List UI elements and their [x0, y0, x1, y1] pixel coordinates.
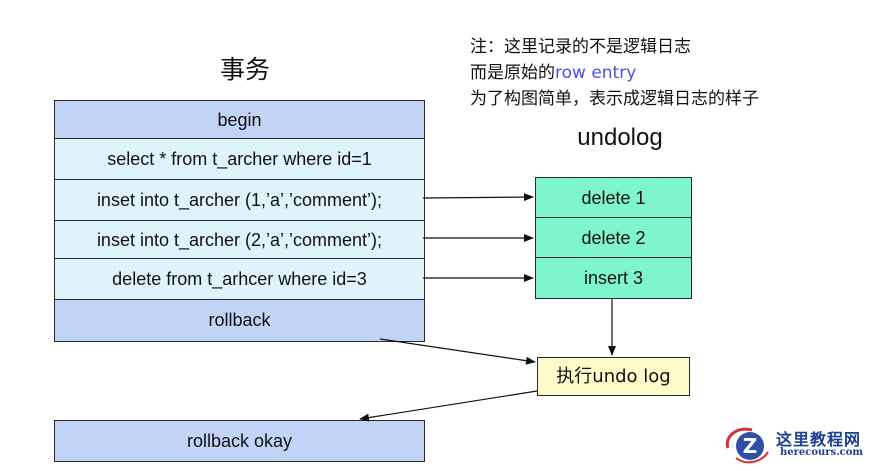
note-highlight-row-entry: row entry [555, 63, 637, 83]
execute-undo-log-box: 执行undo log [537, 357, 690, 396]
arrow-insert-1-to-delete-1 [422, 193, 534, 202]
rollback-okay-box: rollback okay [54, 420, 425, 462]
tx-row-insert-1: inset into t_archer (1,’a’,’comment’); [55, 180, 424, 221]
arrow-rollback-to-execute [379, 338, 536, 365]
tx-row-begin: begin [55, 101, 424, 139]
svg-text:Z: Z [743, 434, 758, 458]
transaction-box: begin select * from t_archer where id=1 … [54, 100, 425, 342]
tx-row-delete-3: delete from t_arhcer where id=3 [55, 259, 424, 300]
watermark-domain: herecours.com [780, 447, 864, 458]
undolog-entry-delete-1: delete 1 [536, 178, 691, 218]
watermark-logo: Z 这里教程网 herecours.com [722, 422, 870, 466]
tx-row-insert-2: inset into t_archer (2,’a’,’comment’); [55, 221, 424, 259]
note-line-2-prefix: 而是原始的 [470, 63, 555, 83]
watermark-name: 这里教程网 [776, 430, 862, 449]
undolog-entry-insert-3: insert 3 [583, 268, 644, 288]
tx-row-select: select * from t_archer where id=1 [55, 139, 424, 180]
note: 注：这里记录的不是逻辑日志 而是原始的row entry 为了构图简单，表示成逻… [470, 34, 759, 112]
undolog-entry-delete-2: delete 2 [536, 218, 691, 258]
undolog-box: delete 1 delete 2 insert 3 [535, 177, 692, 299]
note-line-3: 为了构图简单，表示成逻辑日志的样子 [470, 89, 759, 109]
tx-row-rollback: rollback [55, 300, 424, 341]
undolog-title: undolog [577, 124, 663, 151]
watermark-z-icon: Z [725, 427, 769, 464]
arrow-execute-to-rollback-okay [359, 390, 538, 422]
note-line-1: 注：这里记录的不是逻辑日志 [470, 37, 691, 57]
transaction-title: 事务 [219, 55, 270, 84]
note-line-2: 而是原始的row entry [470, 60, 759, 86]
